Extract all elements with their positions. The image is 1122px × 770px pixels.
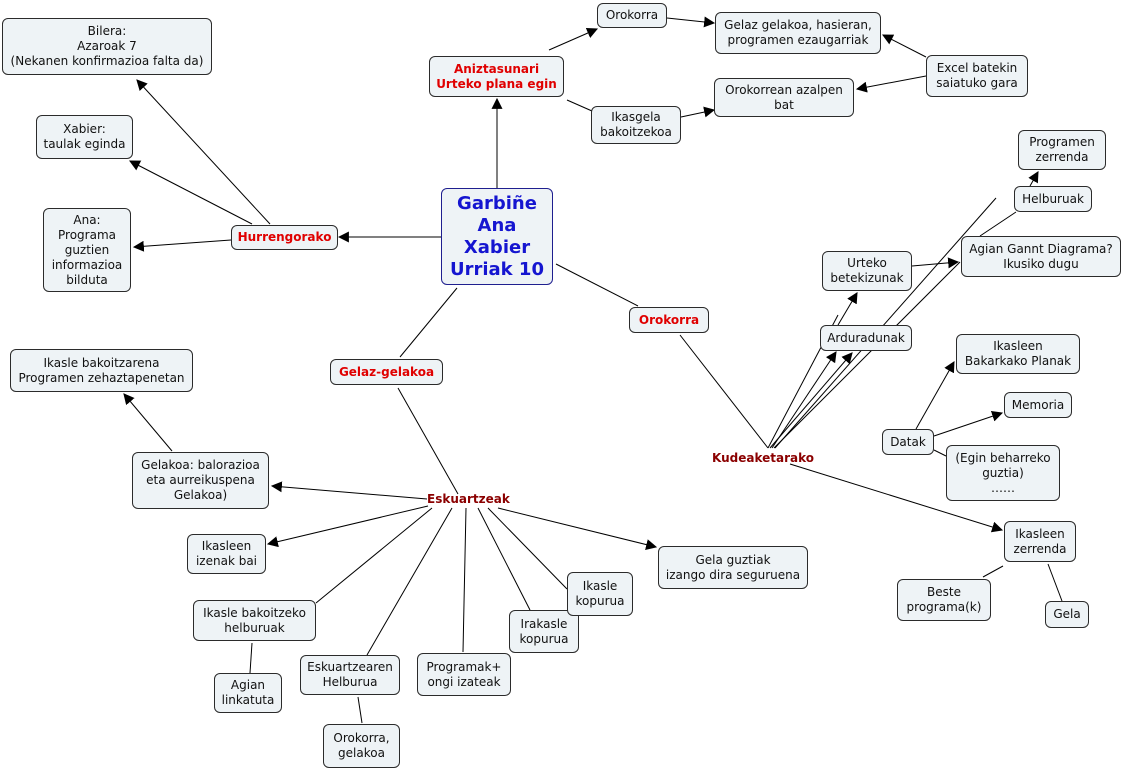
node-ikasleen-zerrenda[interactable]: Ikasleen zerrenda [1004, 521, 1076, 562]
link-esk-ikasle [487, 507, 568, 590]
link-excel-orokorrean [855, 75, 927, 93]
branch-hurrengorako[interactable]: Hurrengorako [231, 225, 338, 250]
node-ikasle-bakoitzarena[interactable]: Ikasle bakoitzarena Programen zehaztapen… [10, 349, 193, 392]
node-ikasgela-bakoitzekoa[interactable]: Ikasgela bakoitzekoa [591, 106, 681, 144]
node-programen-zerrenda[interactable]: Programen zerrenda [1018, 130, 1106, 170]
link-ikz-gela [1047, 563, 1063, 602]
node-egin-beharreko[interactable]: (Egin beharreko guztia) …… [946, 445, 1060, 501]
connector-lines [123, 16, 1063, 724]
link-datak-ikasleen [915, 361, 955, 430]
node-urteko-betekizunak[interactable]: Urteko betekizunak [822, 251, 912, 291]
link-datak-egin [933, 449, 947, 457]
node-orokorra-gelakoa[interactable]: Orokorra, gelakoa [323, 724, 400, 768]
node-arduradunak[interactable]: Arduradunak [820, 325, 912, 351]
link-aniz-ikasgela [566, 99, 593, 112]
link-datak-memoria [933, 410, 1004, 437]
link-ikz-beste [982, 565, 1004, 578]
link-orokorra-kudeaketarako [679, 334, 769, 449]
node-programak-ongi[interactable]: Programak+ ongi izateak [417, 653, 511, 696]
node-gelakoa-balorazioa[interactable]: Gelakoa: balorazioa eta aurreikuspena Ge… [132, 452, 269, 509]
link-gelaz-eskuartzeak [397, 387, 459, 495]
link-kude-helburuak [774, 197, 997, 449]
node-ikasleen-bakarkako[interactable]: Ikasleen Bakarkako Planak [956, 334, 1080, 374]
node-ikasle-bakoitzeko-helburuak[interactable]: Ikasle bakoitzeko helburuak [193, 600, 316, 641]
node-gela-guztiak[interactable]: Gela guztiak izango dira seguruena [658, 546, 808, 589]
node-xabier[interactable]: Xabier: taulak eginda [36, 115, 133, 159]
node-ikasle-kopurua[interactable]: Ikasle kopurua [567, 572, 633, 616]
link-esk-gela-guztiak [497, 507, 658, 550]
node-agian-linkatuta[interactable]: Agian linkatuta [214, 673, 282, 713]
node-ana[interactable]: Ana: Programa guztien informazioa bildut… [43, 208, 131, 292]
branch-orokorra[interactable]: Orokorra [629, 307, 709, 333]
link-esk-helburuak [315, 507, 433, 604]
link-urteko-agian [911, 257, 960, 269]
link-kude-ikasleen-zerrenda [789, 463, 1004, 533]
link-helburuak-programen [1028, 171, 1039, 187]
node-helburuak[interactable]: Helburuak [1014, 186, 1092, 212]
node-ikasleen-izenak[interactable]: Ikasleen izenak bai [187, 534, 266, 574]
link-hurr-xabier [129, 160, 253, 225]
node-datak[interactable]: Datak [882, 429, 934, 455]
node-gelaz-gelakoa-hasieran[interactable]: Gelaz gelakoa, hasieran, programen ezaug… [715, 12, 881, 54]
link-esk-programak [462, 507, 467, 653]
link-kude-arduradunak-arrow [769, 352, 853, 449]
link-kude-arduradunak-arrow2 [771, 351, 837, 449]
node-excel-batekin[interactable]: Excel batekin saiatuko gara [926, 55, 1028, 97]
link-helburuak-agian [249, 642, 253, 674]
node-beste-programa[interactable]: Beste programa(k) [897, 579, 991, 621]
link-hurr-bilera [136, 79, 271, 225]
link-orokorra-gelaz [666, 16, 716, 28]
link-kude-agian [773, 261, 961, 449]
link-excel-gelaz [882, 34, 927, 58]
node-orokorra-top[interactable]: Orokorra [597, 3, 667, 28]
link-esk-izenak [266, 505, 429, 548]
node-irakasle-kopurua[interactable]: Irakasle kopurua [509, 610, 579, 653]
node-gela[interactable]: Gela [1045, 601, 1089, 628]
node-memoria[interactable]: Memoria [1004, 392, 1072, 418]
branch-gelaz-gelakoa[interactable]: Gelaz-gelakoa [330, 359, 443, 385]
node-bilera[interactable]: Bilera: Azaroak 7 (Nekanen konfirmazioa … [2, 18, 212, 75]
link-esk-gelakoa [270, 481, 428, 500]
link-esk-eskuartzearen [366, 507, 453, 656]
link-esk-orokorra [357, 696, 363, 724]
branch-aniztasunari[interactable]: Aniztasunari Urteko plana egin [429, 56, 564, 97]
label-kudeaketarako: Kudeaketarako [712, 451, 815, 465]
link-hurr-ana [132, 239, 232, 252]
link-center-orokorra [555, 263, 639, 307]
link-ikasgela-orokorrean [680, 106, 716, 118]
link-agian-helburuak [979, 211, 1017, 237]
node-eskuartzearen-helburua[interactable]: Eskuartzearen Helburua [300, 655, 400, 695]
link-esk-irakasle [477, 507, 531, 611]
link-center-gelaz [399, 287, 458, 358]
link-gelakoa-ikasle [123, 393, 173, 452]
link-aniz-orokorra [548, 27, 599, 51]
center-topic[interactable]: Garbiñe Ana Xabier Urriak 10 [441, 188, 553, 285]
label-eskuartzeak: Eskuartzeak [427, 492, 510, 506]
node-orokorrean-azalpen[interactable]: Orokorrean azalpen bat [714, 78, 854, 117]
node-agian-gannt[interactable]: Agian Gannt Diagrama? Ikusiko dugu [961, 236, 1121, 277]
link-ardur-urteko [837, 292, 858, 326]
